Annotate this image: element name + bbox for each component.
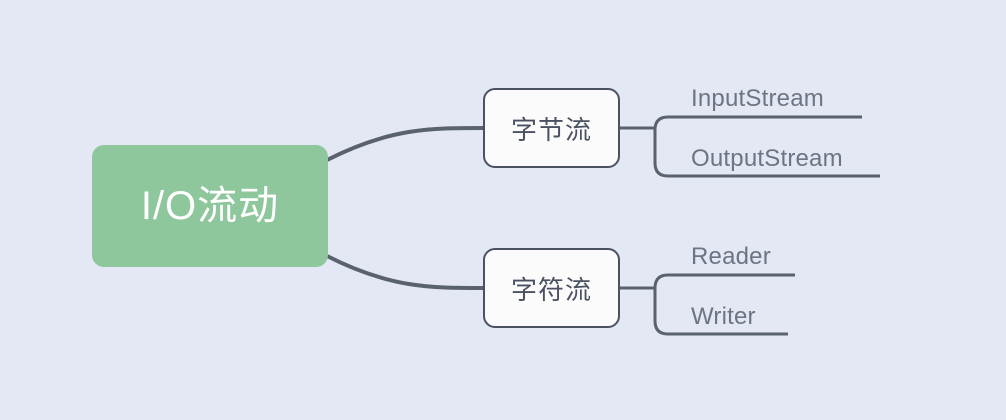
leaf-node-inputstream[interactable]: InputStream — [691, 85, 824, 112]
connector-root-to-branch-1 — [325, 126, 485, 162]
bracket-branch-1 — [653, 115, 880, 178]
leaf-node-outputstream[interactable]: OutputStream — [691, 145, 843, 172]
root-node-label: I/O流动 — [140, 184, 280, 228]
branch-node-byte-stream-label: 字节流 — [510, 114, 592, 145]
connector-root-to-branch-2 — [325, 254, 485, 290]
branch-node-character-stream[interactable]: 字符流 — [483, 248, 620, 328]
root-node[interactable]: I/O流动 — [92, 145, 328, 267]
leaf-node-writer[interactable]: Writer — [691, 303, 756, 330]
branch-node-byte-stream[interactable]: 字节流 — [483, 88, 620, 168]
branch-node-character-stream-label: 字符流 — [510, 274, 592, 305]
leaf-node-reader[interactable]: Reader — [691, 243, 771, 270]
bracket-branch-2 — [653, 273, 795, 336]
